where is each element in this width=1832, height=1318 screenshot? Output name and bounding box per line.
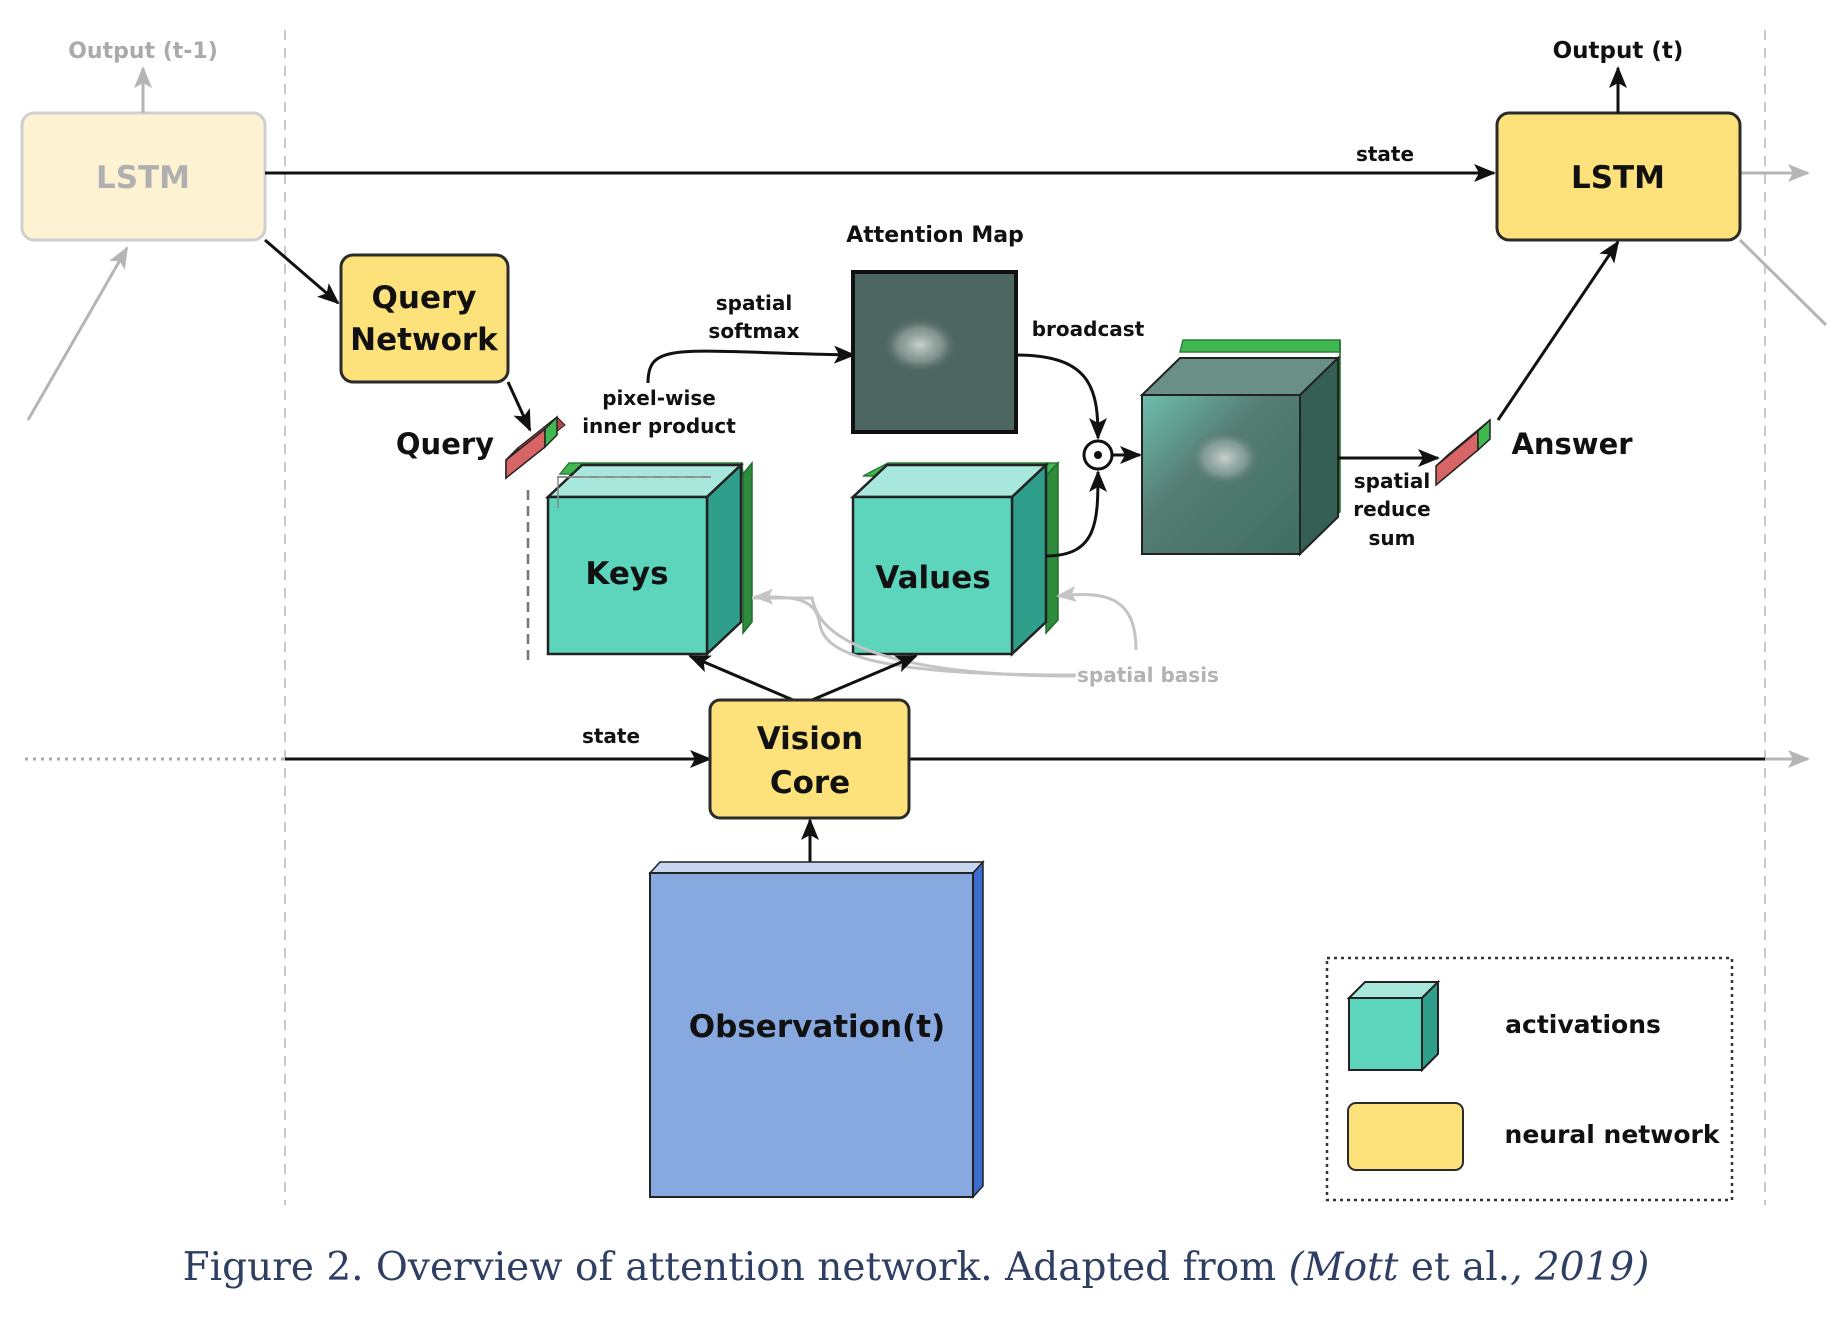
- lstm-curr-block: LSTM: [1495, 111, 1742, 242]
- values-cube: Values: [849, 461, 1060, 657]
- spatial-reduce-sum-label-2: reduce: [1353, 497, 1430, 521]
- query-network-label-2: Network: [350, 322, 499, 358]
- vision-core-label-1: Vision: [757, 721, 864, 757]
- lstm-prev-label: LSTM: [96, 160, 190, 196]
- query-vector: [505, 415, 566, 480]
- attention-map: [851, 270, 1018, 434]
- spatial-softmax-label-1: spatial: [716, 291, 792, 315]
- vision-to-values-arrow: [811, 654, 918, 702]
- legend-neural-network-swatch: [1347, 1102, 1464, 1171]
- spatial-reduce-sum-label-1: spatial: [1354, 469, 1430, 493]
- legend-neural-network-label: neural network: [1505, 1120, 1721, 1149]
- spatial-basis-label: spatial basis: [1077, 663, 1219, 687]
- attention-map-title: Attention Map: [846, 223, 1024, 248]
- keys-cube: Keys: [544, 460, 753, 657]
- spatial-basis-curve-keys: [753, 588, 1071, 677]
- answer-label: Answer: [1511, 427, 1633, 461]
- caption-cite-author: (Mott: [1288, 1245, 1399, 1290]
- result-cube: [1139, 339, 1341, 557]
- lstm-prev-block: LSTM: [20, 111, 267, 242]
- input-prev-arrow: [26, 246, 129, 421]
- observation-label: Observation(t): [689, 1009, 945, 1045]
- legend-activations-label: activations: [1505, 1010, 1661, 1039]
- spatial-softmax-label-2: softmax: [708, 319, 799, 343]
- caption-cite-mid: et al.: [1398, 1245, 1511, 1290]
- lstm-curr-label: LSTM: [1571, 160, 1665, 196]
- pixel-wise-label-1: pixel-wise: [602, 386, 716, 410]
- caption-prefix: Figure 2. Overview of attention network.…: [182, 1245, 1289, 1290]
- output-prev-label: Output (t-1): [68, 39, 218, 64]
- keys-label: Keys: [585, 556, 668, 592]
- vision-core-block: Vision Core: [708, 698, 911, 820]
- vision-to-keys-arrow: [688, 654, 794, 702]
- values-to-product-arrow: [1045, 470, 1107, 558]
- vision-core-label-2: Core: [770, 765, 850, 801]
- values-label: Values: [875, 560, 990, 596]
- caption-cite-year: , 2019): [1510, 1245, 1650, 1290]
- query-network-label-1: Query: [372, 280, 477, 316]
- lstm-to-query-arrow: [264, 238, 340, 305]
- pixel-wise-label-2: inner product: [582, 414, 736, 438]
- figure-caption: Figure 2. Overview of attention network.…: [0, 1245, 1832, 1290]
- query-label: Query: [396, 427, 494, 461]
- answer-to-lstm-arrow: [1496, 240, 1620, 421]
- spatial-reduce-sum-label-3: sum: [1369, 526, 1416, 550]
- broadcast-arrow: [1015, 353, 1107, 440]
- legend: activations neural network: [1325, 956, 1734, 1202]
- legend-activations-swatch: [1346, 979, 1441, 1073]
- query-network-block: Query Network: [339, 253, 510, 384]
- observation-block: Observation(t): [648, 860, 985, 1199]
- state-top-label: state: [1356, 142, 1414, 166]
- query-position-corner: [557, 476, 711, 508]
- output-curr-label: Output (t): [1553, 38, 1684, 64]
- state-bottom-label: state: [582, 724, 640, 748]
- lstm-curr-outgoing-faded: [1738, 238, 1828, 327]
- spatial-basis-curve-values: [1056, 585, 1138, 651]
- broadcast-label: broadcast: [1032, 317, 1145, 341]
- query-network-to-query-arrow: [506, 381, 532, 432]
- spatial-softmax-arrow: [646, 345, 856, 384]
- answer-vector: [1435, 418, 1491, 487]
- elementwise-product-node: [1082, 439, 1114, 471]
